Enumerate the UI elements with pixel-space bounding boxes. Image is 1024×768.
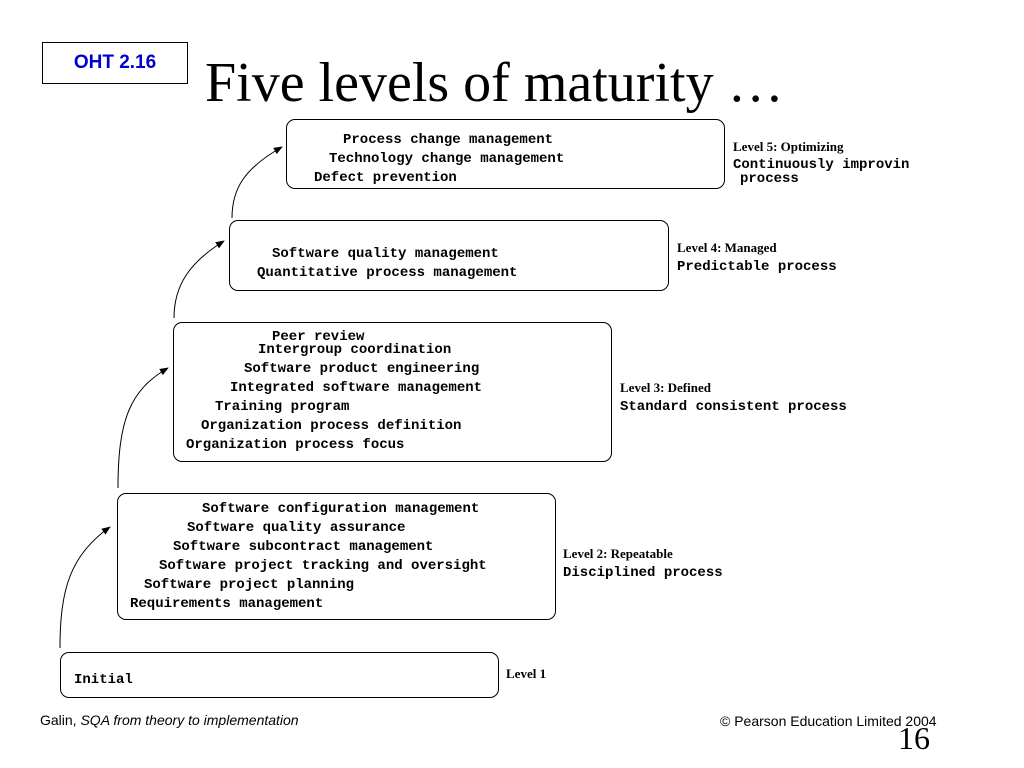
- level-5-item: Technology change management: [329, 151, 565, 167]
- level-2-description: Disciplined process: [563, 565, 723, 581]
- level-4-description: Predictable process: [677, 259, 837, 275]
- level-5-description: Continuously improvin: [733, 157, 910, 173]
- level-2-item: Software quality assurance: [187, 520, 406, 536]
- arrow-level2-to-level3: [117, 367, 169, 489]
- footer-copyright: © Pearson Education Limited 2004: [720, 713, 937, 729]
- level-3-item: Organization process definition: [201, 418, 462, 434]
- level-2-item: Requirements management: [130, 596, 324, 612]
- footer-author: Galin,: [40, 712, 81, 728]
- level-2-box: [117, 493, 556, 620]
- level-5-description: process: [740, 171, 799, 187]
- footer-citation: Galin, SQA from theory to implementation: [40, 712, 299, 728]
- level-3-item: Intergroup coordination: [258, 342, 452, 358]
- arrow-level4-to-level5: [231, 146, 283, 219]
- level-2-item: Software configuration management: [202, 501, 480, 517]
- slide-number-badge: OHT 2.16: [42, 42, 188, 84]
- level-3-item: Organization process focus: [186, 437, 405, 453]
- level-1-box: [60, 652, 499, 698]
- level-3-item: Training program: [215, 399, 350, 415]
- arrow-level1-to-level2: [59, 526, 111, 649]
- level-4-name: Level 4: Managed: [677, 240, 777, 255]
- level-4-box: [229, 220, 669, 291]
- level-3-item: Software product engineering: [244, 361, 480, 377]
- level-5-item: Defect prevention: [314, 170, 457, 186]
- level-3-name: Level 3: Defined: [620, 380, 711, 395]
- level-4-item: Software quality management: [272, 246, 499, 262]
- level-3-description: Standard consistent process: [620, 399, 847, 415]
- level-4-item: Quantitative process management: [257, 265, 518, 281]
- level-2-item: Software project tracking and oversight: [159, 558, 487, 574]
- level-3-box: [173, 322, 612, 462]
- level-1-name: Level 1: [506, 666, 547, 681]
- level-3-item: Peer review: [272, 329, 365, 345]
- level-5-box: [286, 119, 725, 189]
- level-2-item: Software project planning: [144, 577, 355, 593]
- arrow-level3-to-level4: [173, 240, 225, 319]
- level-5-item: Process change management: [343, 132, 554, 148]
- level-5-name: Level 5: Optimizing: [733, 139, 844, 154]
- level-2-item: Software subcontract management: [173, 539, 434, 555]
- slide-title: Five levels of maturity …: [205, 52, 784, 114]
- level-1-item: Initial: [74, 672, 133, 688]
- footer-book-title: SQA from theory to implementation: [80, 712, 299, 728]
- page-number: 16: [898, 720, 930, 756]
- level-3-item: Integrated software management: [230, 380, 483, 396]
- level-2-name: Level 2: Repeatable: [563, 546, 673, 561]
